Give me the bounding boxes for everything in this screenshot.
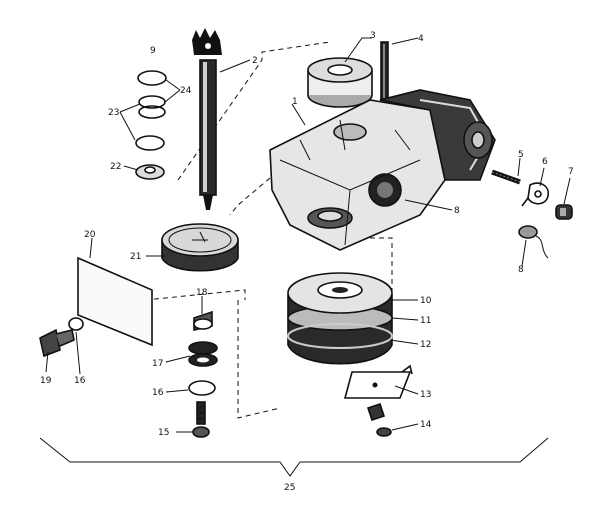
cover-plate [77,256,153,347]
callout-20: 20 [84,230,96,240]
callouts: 1 2 3 4 5 6 7 8 8 9 10 11 12 13 14 15 16… [40,31,574,493]
callout-23: 23 [108,108,119,118]
callout-6: 6 [542,157,548,167]
callout-7: 7 [568,167,574,177]
leader-lines [45,37,571,433]
callout-1: 1 [292,97,298,107]
callout-3: 3 [370,31,376,41]
callout-9: 9 [150,46,156,56]
callout-24: 24 [180,86,192,96]
gear-shaft [192,28,222,210]
magnet-ring [307,57,373,108]
callout-8-motor: 8 [454,206,460,216]
callout-8-terminal: 8 [518,265,524,275]
callout-11: 11 [420,316,431,326]
pulley-assembly [287,272,393,365]
callout-17: 17 [152,359,163,369]
callout-19: 19 [40,376,52,386]
callout-16-spring: 16 [152,388,164,398]
callout-4: 4 [418,34,424,44]
callout-14: 14 [420,420,432,430]
callout-22: 22 [110,162,121,172]
drive-gear [161,223,239,272]
callout-15: 15 [158,428,169,438]
group-bracket [39,437,549,477]
callout-25: 25 [284,483,295,493]
mount-screw [39,317,84,358]
callout-21: 21 [130,252,141,262]
retaining-rings [135,70,167,180]
callout-13: 13 [420,390,431,400]
terminal-parts [491,169,573,259]
callout-16-washer: 16 [74,376,86,386]
callout-10: 10 [420,296,432,306]
motor-housing [269,89,496,251]
callout-5: 5 [518,150,524,160]
callout-12: 12 [420,340,431,350]
bracket [343,364,413,437]
pin [380,41,389,101]
callout-18: 18 [196,288,208,298]
spring-stack [188,310,218,438]
callout-2: 2 [252,56,258,66]
